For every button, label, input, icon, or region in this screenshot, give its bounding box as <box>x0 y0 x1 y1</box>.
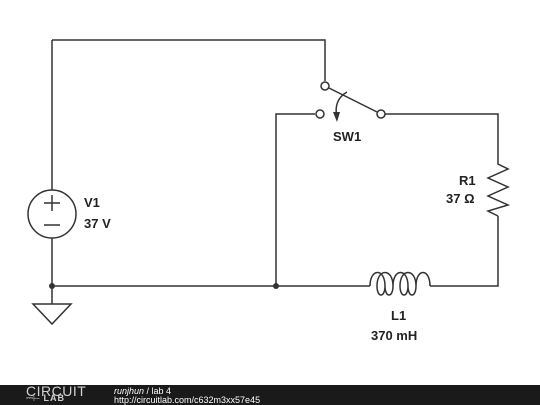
wire-switch-left-leg <box>275 113 315 286</box>
logo-lab-text: ⎓⊢ LAB <box>26 393 65 404</box>
inductor-l1[interactable] <box>369 271 431 296</box>
junction-node-left <box>49 283 55 289</box>
switch-terminal-right <box>376 109 386 119</box>
ground-icon <box>31 303 73 326</box>
voltage-source-body <box>27 189 77 239</box>
wire-top <box>52 39 326 81</box>
circuit-meta: runjhun / lab 4 <box>114 386 171 396</box>
resistor-r1[interactable] <box>485 160 511 217</box>
l1-name-label: L1 <box>391 308 406 323</box>
plus-sign-icon <box>44 195 60 211</box>
voltage-source-v1[interactable] <box>27 189 77 239</box>
switch-arrowhead-icon <box>333 112 340 122</box>
wires <box>51 39 499 304</box>
resistor-zigzag-icon <box>485 160 511 217</box>
switch-blade <box>328 87 378 113</box>
switch-terminal-common <box>320 81 330 91</box>
v1-value-label: 37 V <box>84 216 111 231</box>
logo-circuit-text: CIRCUIT <box>26 383 87 399</box>
circuit-schematic: V1 37 V SW1 R1 37 Ω L1 370 mH <box>27 39 511 343</box>
r1-value-label: 37 Ω <box>446 191 475 206</box>
switch-sw1[interactable] <box>315 81 386 122</box>
switch-terminal-left <box>315 109 325 119</box>
v1-name-label: V1 <box>84 195 100 210</box>
sw1-name-label: SW1 <box>333 129 361 144</box>
l1-value-label: 370 mH <box>371 328 417 343</box>
inductor-coil-icon <box>369 271 431 296</box>
ground-symbol <box>31 303 73 326</box>
wire-resistor-down <box>430 216 499 287</box>
meta-separator: / <box>144 386 152 396</box>
r1-name-label: R1 <box>459 173 476 188</box>
footer-bar: CIRCUIT ⎓⊢ LAB runjhun / lab 4 http://ci… <box>0 383 540 405</box>
logo-lab-label: LAB <box>43 393 65 403</box>
author-name: runjhun <box>114 386 145 396</box>
wire-switch-right <box>385 113 499 160</box>
circuit-url-link[interactable]: http://circuitlab.com/c632m3xx57e45 <box>114 395 261 405</box>
logo-resistor-icon: ⎓⊢ <box>26 393 40 403</box>
junction-node-middle <box>273 283 279 289</box>
circuit-title: lab 4 <box>151 386 172 396</box>
